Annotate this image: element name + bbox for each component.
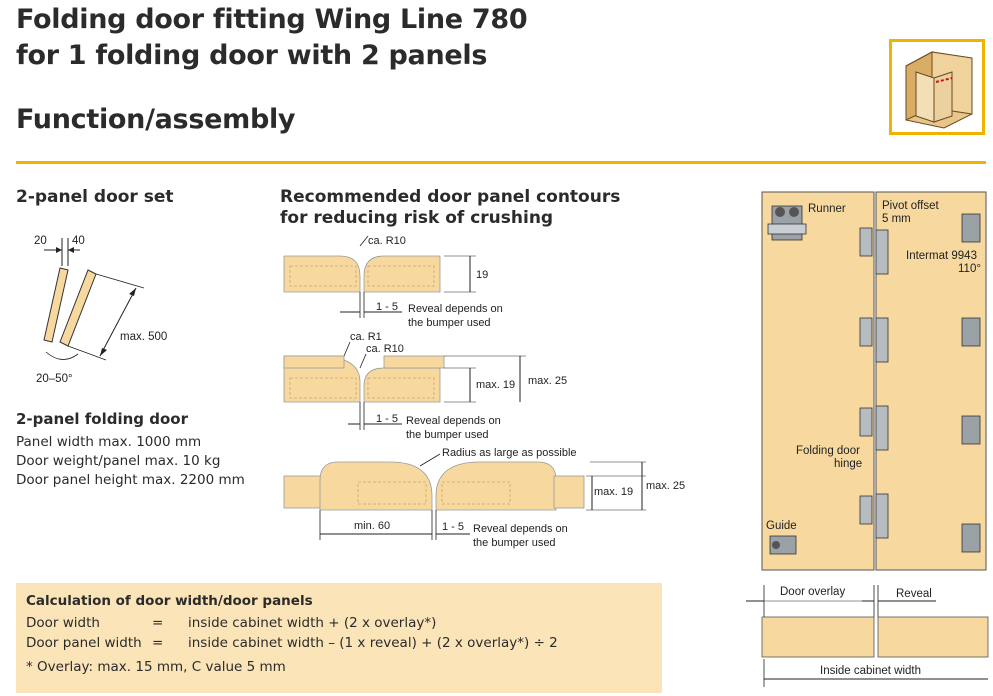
runner-label: Runner (808, 203, 846, 215)
door-set-diagram: 20 40 max. 500 20–50° (34, 235, 167, 385)
intermat-line2: 110° (958, 263, 981, 275)
door-overlay-label: Door overlay (780, 586, 845, 598)
contours-heading-line1: Recommended door panel contours (280, 187, 621, 207)
page-title-line1: Folding door fitting Wing Line 780 (16, 4, 528, 35)
spec-panel-width: Panel width max. 1000 mm (16, 434, 202, 450)
d1-reveal-text1: Reveal depends on (408, 303, 503, 315)
pivot-offset-line2: 5 mm (882, 213, 911, 225)
calc-row-door-width: Door width = inside cabinet width + (2 x… (26, 613, 558, 633)
folding-door-heading: 2-panel folding door (16, 410, 188, 428)
contour-diagram-3: Radius as large as possible max. 19 max.… (283, 447, 685, 549)
cabinet-front-diagram: Runner Pivot offset 5 mm Intermat 9943 1… (761, 191, 987, 571)
door-set-heading: 2-panel door set (16, 187, 174, 207)
d1-19-label: 19 (476, 269, 488, 281)
calc-row-label: Door width (26, 615, 100, 631)
d2-max19-label: max. 19 (476, 379, 515, 391)
folding-door-specs: Panel width max. 1000 mm Door weight/pan… (16, 433, 245, 490)
contour-diagrams: ca. R10 19 1 - 5 Reveal depends on the b… (283, 235, 685, 549)
d1-reveal-text2: the bumper used (408, 317, 491, 329)
dim-20-label: 20 (34, 235, 47, 247)
d3-max19-label: max. 19 (594, 486, 633, 498)
calc-row-formula: inside cabinet width + (2 x overlay*) (188, 615, 437, 631)
d2-r1-label: ca. R1 (350, 331, 382, 343)
dim-40-label: 40 (72, 235, 85, 247)
calc-row-label: Door panel width (26, 635, 142, 651)
d2-reveal-text1: Reveal depends on (406, 415, 501, 427)
d2-reveal-text2: the bumper used (406, 429, 489, 441)
d3-reveal-range: 1 - 5 (442, 521, 464, 533)
spec-panel-height: Door panel height max. 2200 mm (16, 472, 245, 488)
calc-row-formula: inside cabinet width – (1 x reveal) + (2… (188, 635, 558, 651)
accent-divider (16, 161, 986, 164)
hinge-label-line1: Folding door (796, 445, 860, 457)
d3-min60-label: min. 60 (354, 520, 390, 532)
dim-angle-label: 20–50° (36, 373, 73, 385)
calculation-footnote: * Overlay: max. 15 mm, C value 5 mm (26, 659, 286, 675)
calc-row-eq: = (152, 615, 164, 631)
calc-row-panel-width: Door panel width = inside cabinet width … (26, 633, 558, 653)
page-title-line2: for 1 folding door with 2 panels (16, 40, 488, 71)
cabinet-thumbnail (889, 39, 985, 135)
calculation-rows: Door width = inside cabinet width + (2 x… (26, 613, 558, 653)
d1-reveal-range: 1 - 5 (376, 301, 398, 313)
d3-max25-label: max. 25 (646, 480, 685, 492)
inside-width-label: Inside cabinet width (820, 665, 921, 677)
d3-reveal-text1: Reveal depends on (473, 523, 568, 535)
guide-label: Guide (766, 520, 797, 532)
hinge-label-line2: hinge (834, 458, 862, 470)
section-title: Function/assembly (16, 104, 296, 135)
intermat-hinges (961, 213, 981, 553)
dim-max500-label: max. 500 (120, 331, 167, 343)
calculation-heading: Calculation of door width/door panels (26, 593, 313, 609)
guide-icon (769, 535, 797, 555)
folding-door-hinges (859, 227, 889, 539)
pivot-offset-line1: Pivot offset (882, 200, 939, 212)
contour-diagram-1: ca. R10 19 1 - 5 Reveal depends on the b… (283, 235, 503, 329)
d2-reveal-range: 1 - 5 (376, 413, 398, 425)
contour-diagram-2: ca. R1 ca. R10 max. 19 max. 25 1 - 5 Rev… (283, 331, 567, 441)
runner-icon (767, 205, 807, 241)
contours-heading-line2: for reducing risk of crushing (280, 208, 554, 228)
d3-radius-label: Radius as large as possible (442, 447, 577, 459)
spec-door-weight: Door weight/panel max. 10 kg (16, 453, 221, 469)
d3-reveal-text2: the bumper used (473, 537, 556, 549)
calc-row-eq: = (152, 635, 164, 651)
cabinet-thumbnail-icon (905, 51, 973, 129)
d1-r10-label: ca. R10 (368, 235, 406, 247)
calculation-box: Calculation of door width/door panels Do… (16, 583, 662, 693)
intermat-line1: Intermat 9943 (906, 250, 977, 262)
reveal-label: Reveal (896, 588, 932, 600)
d2-r10-label: ca. R10 (366, 343, 404, 355)
cabinet-section-diagram: Door overlay Reveal Inside cabinet width (746, 585, 989, 687)
d2-max25-label: max. 25 (528, 375, 567, 387)
